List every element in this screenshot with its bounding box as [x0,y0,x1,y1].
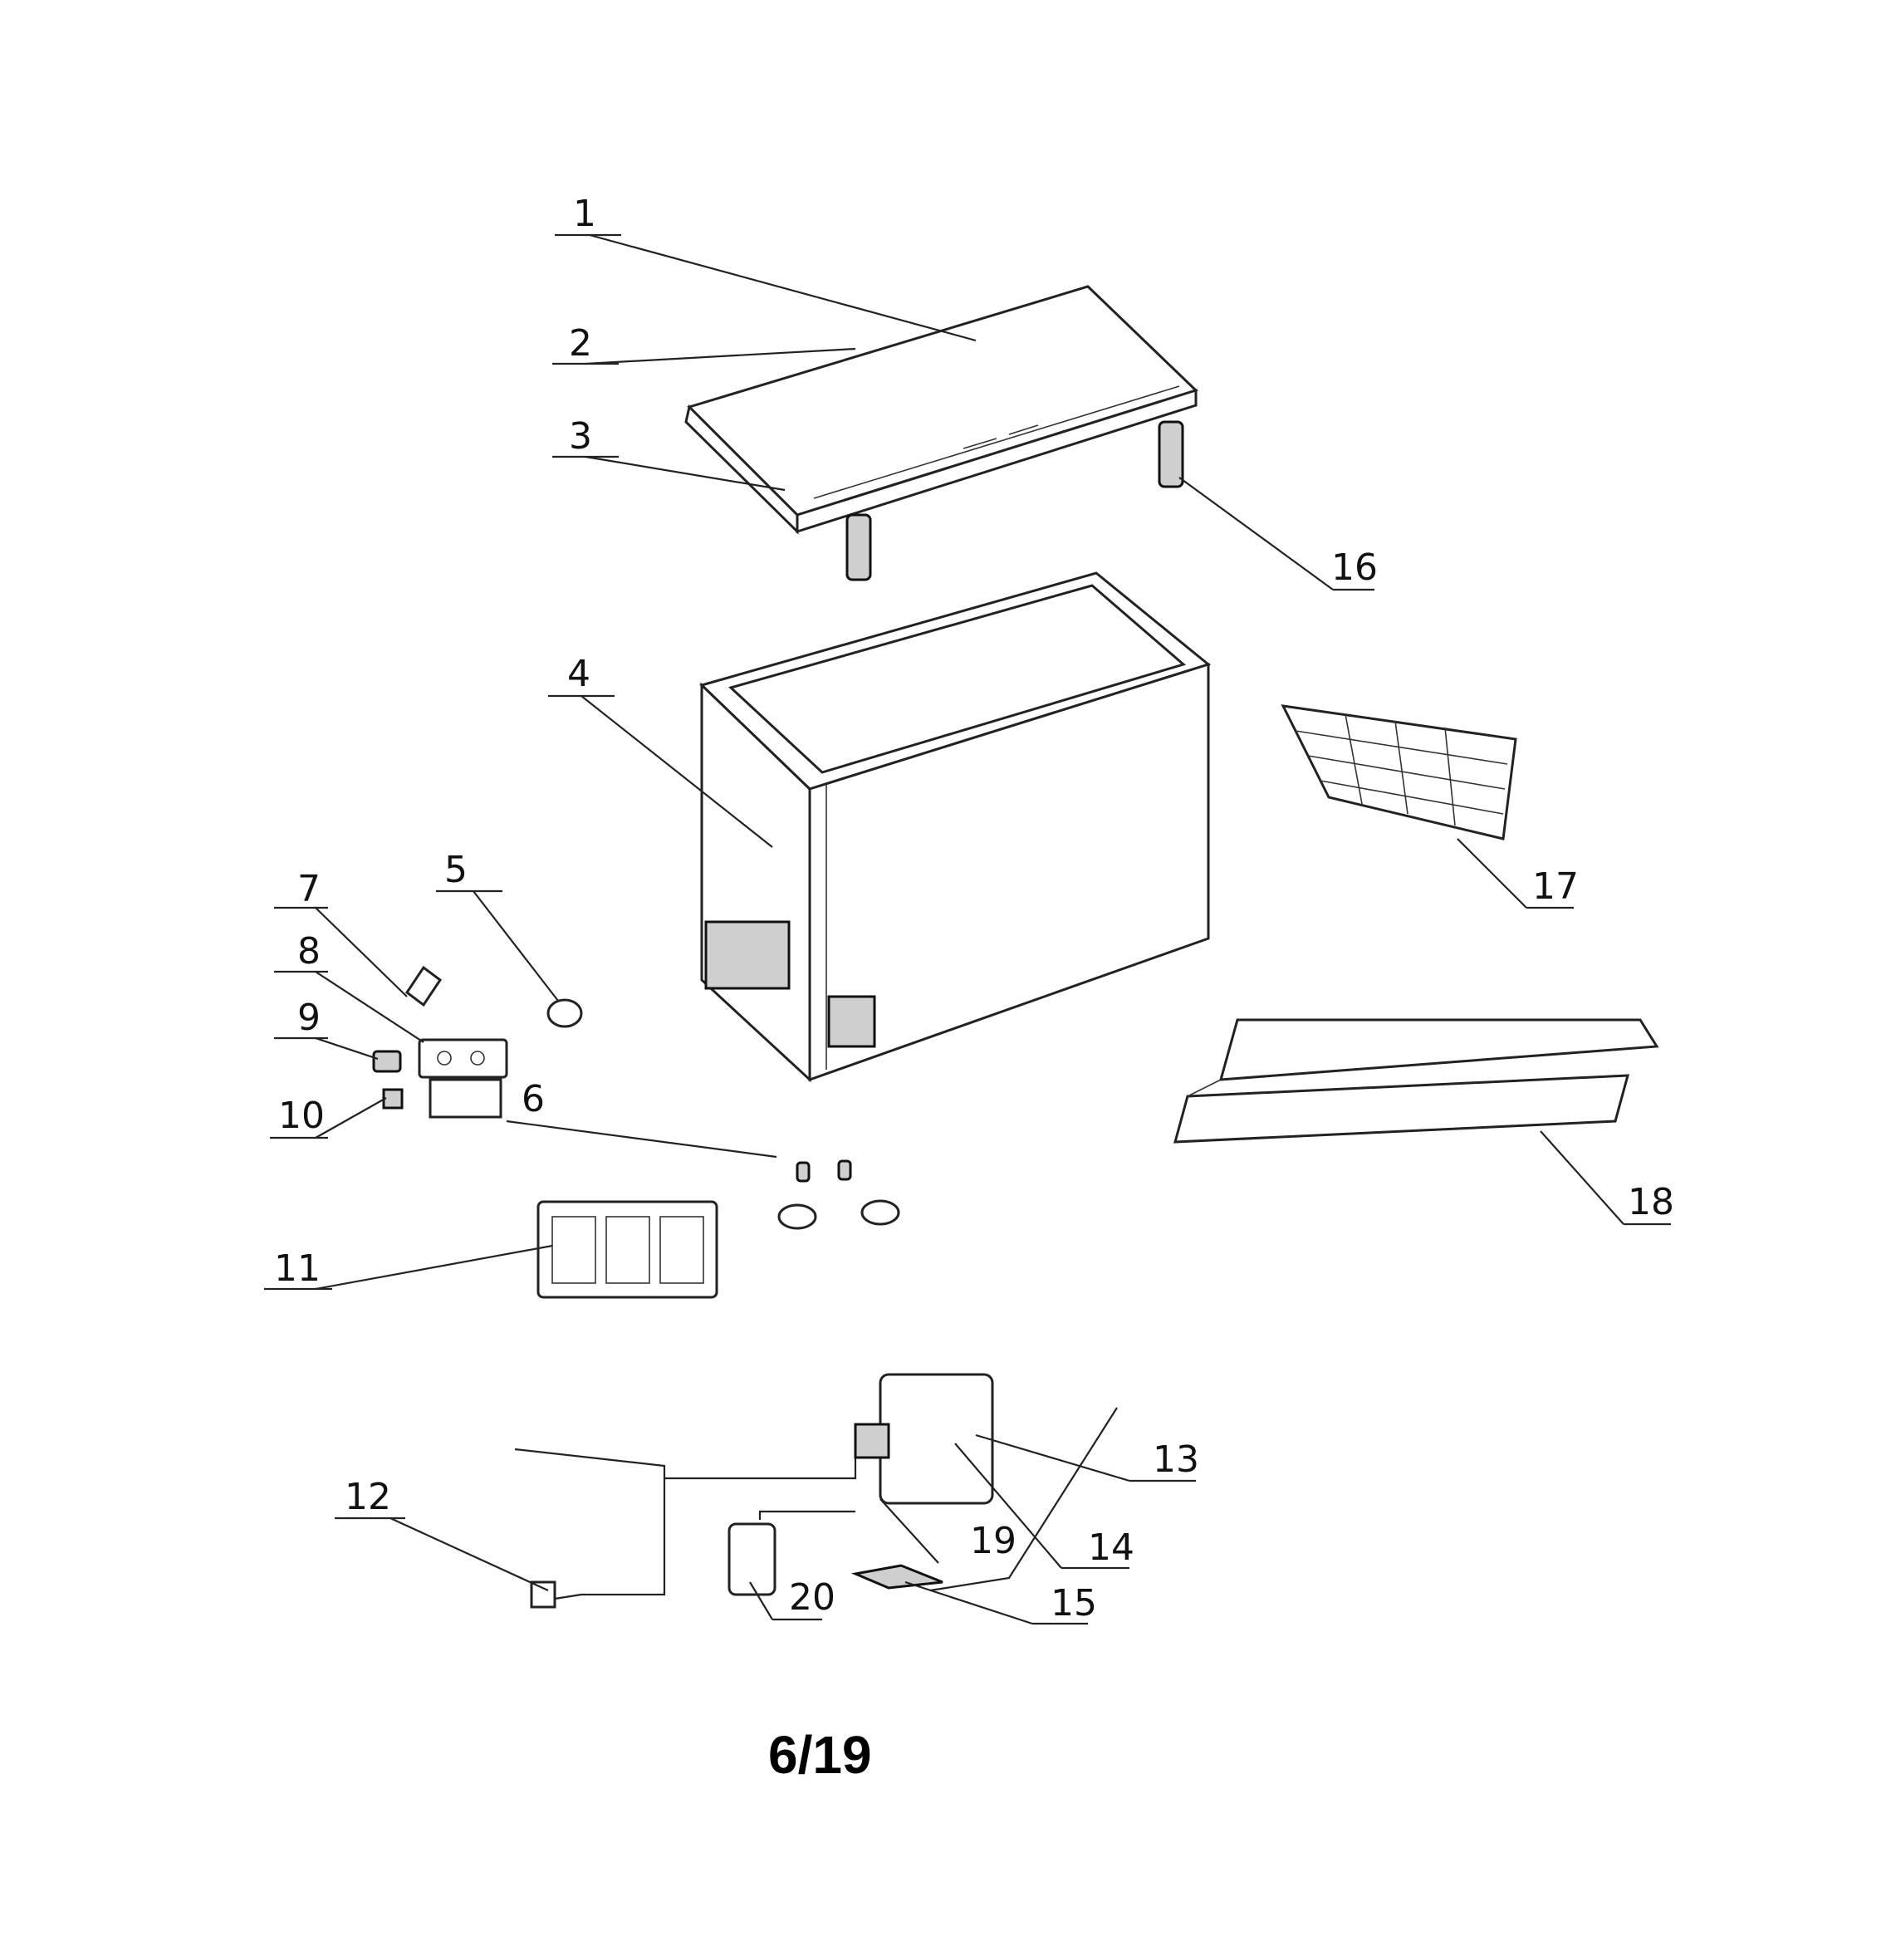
callout-5: 5 [444,849,468,891]
vent-grille [536,1200,718,1299]
callout-18: 18 [1628,1181,1674,1223]
callout-4: 4 [567,653,590,695]
callout-2: 2 [569,322,592,365]
callout-11: 11 [274,1247,321,1290]
compressor-assembly [514,1373,1118,1609]
page-number: 6/19 [768,1725,872,1785]
callout-15: 15 [1051,1582,1097,1624]
callout-16: 16 [1331,546,1378,589]
base-rails [1173,1018,1659,1144]
wire-basket [1281,704,1517,840]
callout-7: 7 [297,868,321,910]
callout-6: 6 [522,1078,545,1120]
callout-17: 17 [1532,865,1579,908]
callout-20: 20 [789,1576,835,1619]
lid-assembly [684,285,1198,535]
callout-14: 14 [1088,1526,1134,1569]
cabinet-body [699,571,1212,1083]
callout-8: 8 [297,930,321,973]
callout-13: 13 [1153,1438,1199,1481]
leader-lines [264,233,1671,1625]
callout-19: 19 [970,1520,1017,1562]
hinge-parts [845,420,1184,581]
callout-1: 1 [573,193,596,235]
callout-10: 10 [278,1095,325,1137]
callout-9: 9 [297,997,321,1039]
control-parts [372,965,900,1230]
callout-labels: 1 2 3 4 5 6 7 8 9 10 11 12 13 14 15 16 1… [274,193,1674,1624]
callout-12: 12 [345,1476,391,1518]
callout-3: 3 [569,415,592,458]
